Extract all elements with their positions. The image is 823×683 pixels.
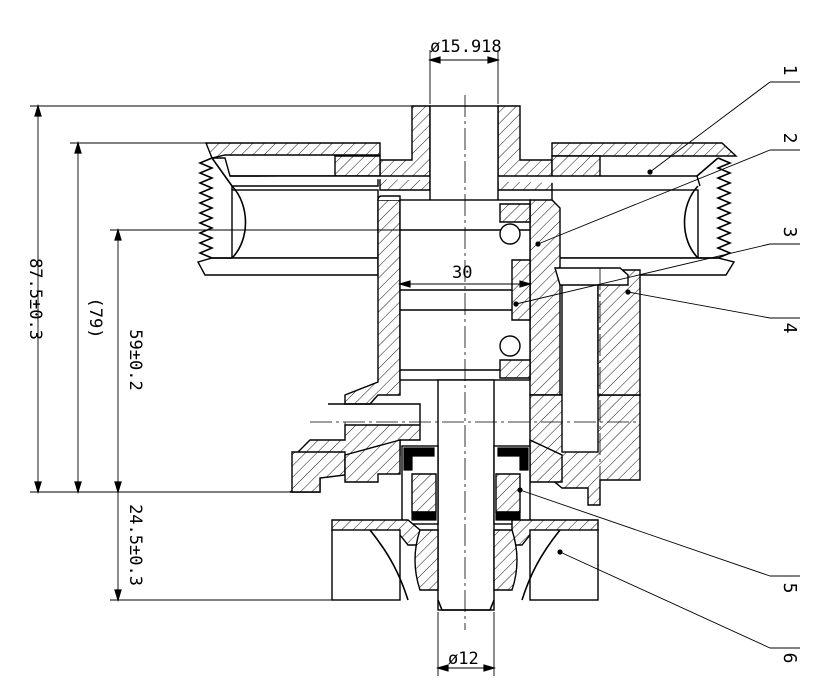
mechanical-seal	[401, 445, 531, 525]
dim-overall-height: 87.5±0.3	[25, 258, 45, 340]
centerlines	[310, 95, 640, 630]
callout-5: 5	[779, 583, 800, 594]
dim-pulley-height: (79)	[85, 298, 105, 339]
impeller	[331, 519, 599, 601]
dim-bearing-offset: 30	[452, 263, 472, 283]
dim-impeller-height: 24.5±0.3	[125, 504, 145, 586]
dim-bearing-height: 59±0.2	[125, 329, 145, 390]
callout-6: 6	[779, 653, 800, 664]
dimension-labels: ø15.918 ø12 87.5±0.3 (79) 59±0.2 24.5±0.…	[25, 37, 502, 669]
dim-shaft-diameter-bottom: ø12	[448, 649, 479, 669]
callout-3: 3	[779, 227, 800, 238]
dimension-lines	[30, 50, 533, 676]
callout-4: 4	[779, 323, 800, 334]
callout-1: 1	[779, 65, 800, 76]
callout-leaders	[513, 81, 800, 649]
shaft-bearing	[399, 105, 531, 611]
dim-shaft-diameter-top: ø15.918	[430, 37, 502, 57]
callout-2: 2	[779, 133, 800, 144]
callout-labels: 1 2 3 4 5 6	[779, 65, 800, 664]
